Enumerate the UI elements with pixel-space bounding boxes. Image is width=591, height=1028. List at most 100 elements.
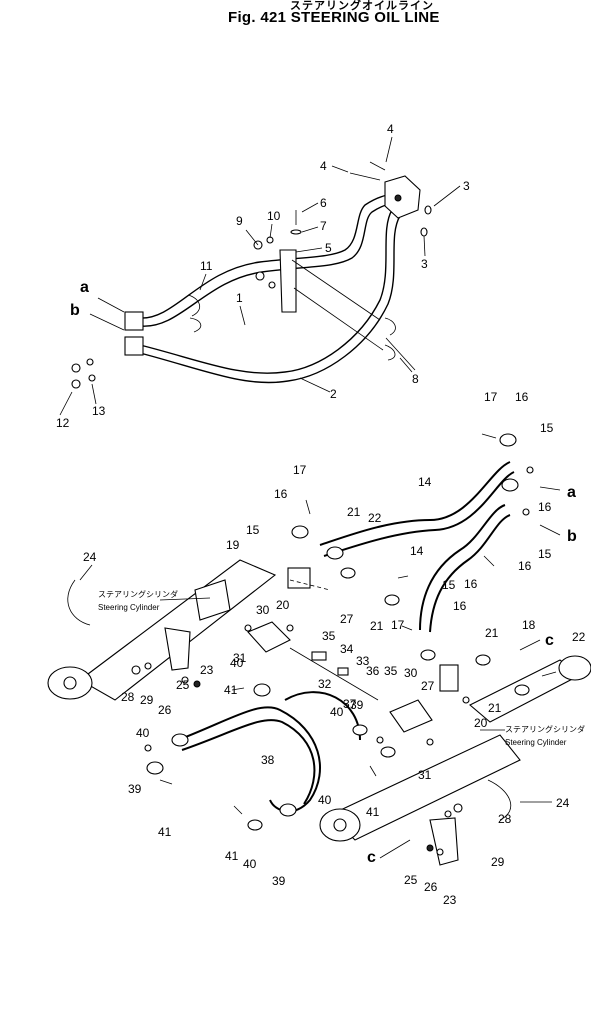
bracket-23-right	[429, 817, 459, 866]
callout: 16	[274, 487, 288, 501]
o-ring-31	[426, 738, 434, 746]
washer-13a	[86, 358, 94, 366]
callout: 10	[267, 209, 281, 223]
o-ring-15b	[522, 508, 530, 516]
clamp-40b	[146, 761, 164, 775]
callout: 26	[424, 880, 438, 894]
bolt-4a	[369, 161, 386, 171]
callout: 16	[464, 577, 478, 591]
washer-29	[144, 662, 152, 670]
bolt-41b	[231, 687, 245, 691]
nut-12b	[71, 379, 81, 389]
bolt-22b	[541, 671, 557, 677]
bracket-23-left	[164, 627, 191, 671]
bolt-17d	[401, 625, 413, 631]
u-bolt-8a	[384, 317, 396, 336]
callout: 29	[140, 693, 154, 707]
block-27	[439, 664, 459, 692]
clamp-21a	[340, 567, 356, 579]
cylinder-right-rod-eye	[558, 655, 591, 681]
callout: 6	[320, 196, 327, 210]
arrow-a-lower	[539, 486, 561, 491]
callout: 26	[158, 703, 172, 717]
callout: 3	[421, 257, 428, 271]
pipe-2	[139, 198, 413, 374]
cylinder-right-eye-hole	[333, 818, 347, 832]
bolt-17b	[305, 499, 311, 515]
callout: 15	[246, 523, 260, 537]
callout: 7	[320, 219, 327, 233]
callouts-lower: 17 16 15 14 16 15 16 17 16 21 22 14 16 1…	[83, 390, 586, 907]
cylinder-left-port	[194, 579, 231, 621]
callout: 1	[236, 291, 243, 305]
arrow-a	[97, 297, 125, 313]
pipe-1-inner	[139, 200, 411, 327]
callout: 21	[347, 505, 361, 519]
callout: 37	[343, 697, 357, 711]
callout: 39	[350, 698, 364, 712]
callout: 40	[330, 705, 344, 719]
washer-13b	[88, 374, 96, 382]
clamp-16d	[326, 546, 344, 560]
callout: 17	[484, 390, 498, 404]
nut-12a	[71, 363, 81, 373]
fitting-33	[337, 667, 349, 676]
cylinder-left-eye-hole	[63, 676, 77, 690]
title-english: Fig. 421 STEERING OIL LINE	[228, 9, 440, 26]
callout: 31	[418, 768, 432, 782]
callout: 38	[261, 753, 275, 767]
nut-9b	[255, 271, 265, 281]
callout: 34	[340, 642, 354, 656]
bolt-41d	[369, 765, 377, 777]
washer-29b	[444, 810, 452, 818]
callout: 14	[418, 475, 432, 489]
callout: 15	[540, 421, 554, 435]
callout: 15	[442, 578, 456, 592]
pipe-1	[139, 193, 406, 319]
callout: 39	[272, 874, 286, 888]
bolt-17c	[483, 555, 495, 567]
callout: 24	[83, 550, 97, 564]
nut-28b	[453, 803, 463, 813]
callout: 18	[522, 618, 536, 632]
callout: 40	[136, 726, 150, 740]
clamp-21d	[514, 684, 530, 696]
hose-24-left	[67, 579, 91, 626]
cylinder-label-left-jp: ステアリングシリンダ	[98, 589, 178, 599]
upper-pipe-assembly	[71, 161, 432, 389]
callout: 25	[404, 873, 418, 887]
o-ring	[244, 624, 252, 632]
flange-right	[384, 175, 421, 219]
callout: 20	[474, 716, 488, 730]
callout: 39	[128, 782, 142, 796]
bracket-5	[279, 249, 297, 313]
callout: 3	[463, 179, 470, 193]
clamp-16c	[291, 525, 309, 539]
callout: 29	[491, 855, 505, 869]
letter-b-lower: b	[567, 528, 577, 545]
cylinder-label-right-jp: ステアリングシリンダ	[505, 724, 585, 734]
callout: 21	[488, 701, 502, 715]
pipe-2-inner	[139, 215, 401, 384]
callout: 15	[538, 547, 552, 561]
hose-14-upper	[319, 461, 511, 546]
u-bolt-8b	[384, 344, 396, 361]
callout: 30	[256, 603, 270, 617]
nut-25b	[426, 844, 434, 852]
bolt-17a	[481, 433, 497, 439]
callout: 11	[200, 259, 213, 273]
clamp-40a	[171, 733, 189, 747]
callout: 8	[412, 372, 419, 386]
clamp-16a	[499, 433, 517, 447]
block-30-left	[247, 621, 291, 653]
callout: 25	[176, 678, 190, 692]
bolt-41a	[159, 779, 173, 785]
callout: 41	[225, 849, 239, 863]
callout: 23	[200, 663, 214, 677]
callout: 40	[230, 656, 244, 670]
letter-a-lower: a	[567, 484, 576, 501]
callout: 2	[330, 387, 337, 401]
callout: 27	[340, 612, 354, 626]
clamp-21b	[384, 594, 400, 606]
